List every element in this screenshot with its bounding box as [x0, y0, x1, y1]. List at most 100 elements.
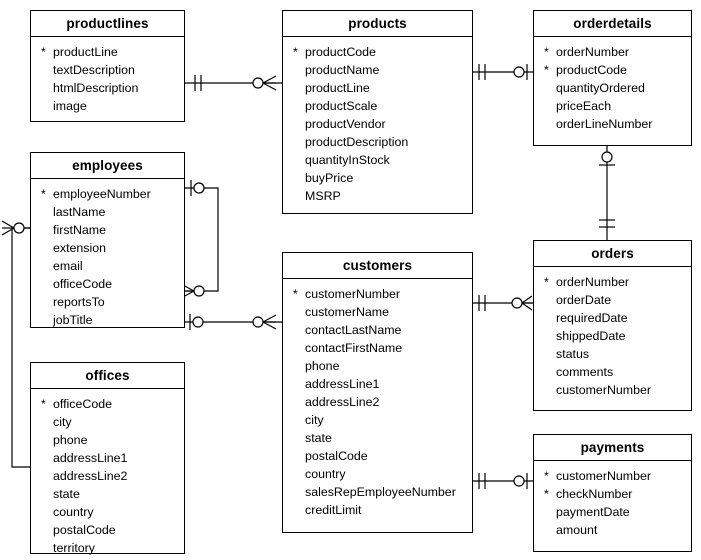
attribute-label: city: [305, 413, 324, 427]
attribute-row: MSRP: [283, 187, 472, 205]
attribute-label: customerName: [305, 305, 390, 319]
relationship-customers-payments: [473, 473, 533, 489]
pk-marker: *: [544, 275, 549, 289]
attribute-label: officeCode: [53, 277, 113, 291]
attribute-row: postalCode: [283, 447, 472, 465]
attribute-label: productVendor: [305, 117, 386, 131]
attribute-label: MSRP: [305, 189, 341, 203]
attribute-label: addressLine1: [305, 377, 380, 391]
pk-marker: *: [293, 45, 298, 59]
entity-products[interactable]: products * productCode productName produ…: [282, 10, 473, 214]
attribute-row: productScale: [283, 97, 472, 115]
entity-title-payments: payments: [534, 435, 691, 461]
attribute-label: employeeNumber: [53, 187, 151, 201]
attribute-row: lastName: [31, 203, 184, 221]
attribute-row: state: [283, 429, 472, 447]
attribute-row: city: [283, 411, 472, 429]
entity-customers[interactable]: customers * customerNumber customerName …: [282, 252, 473, 533]
pk-marker: *: [544, 45, 549, 59]
attribute-row: customerNumber: [534, 381, 691, 399]
attribute-label: image: [53, 99, 87, 113]
entity-offices[interactable]: offices * officeCode city phone addressL…: [30, 362, 185, 557]
attribute-row: * orderNumber: [534, 43, 691, 61]
pk-marker: *: [544, 487, 549, 501]
attribute-label: quantityOrdered: [556, 81, 645, 95]
attribute-label: phone: [53, 433, 88, 447]
attribute-row: addressLine2: [283, 393, 472, 411]
attribute-row: officeCode: [31, 275, 184, 293]
attribute-list-orders: * orderNumber orderDate requiredDate shi…: [534, 267, 691, 405]
attribute-row: addressLine1: [283, 375, 472, 393]
attribute-label: addressLine1: [53, 451, 128, 465]
attribute-row: city: [31, 413, 184, 431]
attribute-label: extension: [53, 241, 107, 255]
attribute-list-productlines: * productLine textDescription htmlDescri…: [31, 37, 184, 121]
entity-orders[interactable]: orders * orderNumber orderDate requiredD…: [533, 240, 692, 411]
attribute-row: shippedDate: [534, 327, 691, 345]
attribute-label: contactLastName: [305, 323, 402, 337]
attribute-label: amount: [556, 523, 598, 537]
attribute-label: country: [305, 467, 346, 481]
entity-title-employees: employees: [31, 153, 184, 179]
attribute-label: customerNumber: [305, 287, 401, 301]
relationship-orders-orderdetails: [599, 146, 615, 240]
entity-orderdetails[interactable]: orderdetails * orderNumber * productCode…: [533, 10, 692, 146]
attribute-row: salesRepEmployeeNumber: [283, 483, 472, 501]
attribute-label: contactFirstName: [305, 341, 403, 355]
attribute-row: * productCode: [534, 61, 691, 79]
pk-marker: *: [41, 45, 46, 59]
attribute-list-payments: * customerNumber * checkNumber paymentDa…: [534, 461, 691, 545]
attribute-row: textDescription: [31, 61, 184, 79]
pk-marker: *: [544, 63, 549, 77]
attribute-label: htmlDescription: [53, 81, 139, 95]
attribute-label: customerNumber: [556, 469, 652, 483]
attribute-row: buyPrice: [283, 169, 472, 187]
attribute-row: orderLineNumber: [534, 115, 691, 133]
attribute-row: extension: [31, 239, 184, 257]
attribute-label: addressLine2: [305, 395, 380, 409]
entity-title-offices: offices: [31, 363, 184, 389]
attribute-row: reportsTo: [31, 293, 184, 311]
attribute-row: state: [31, 485, 184, 503]
attribute-row: country: [31, 503, 184, 521]
attribute-label: officeCode: [53, 397, 113, 411]
attribute-label: productDescription: [305, 135, 409, 149]
attribute-row: creditLimit: [283, 501, 472, 519]
attribute-label: shippedDate: [556, 329, 626, 343]
attribute-row: jobTitle: [31, 311, 184, 329]
attribute-label: reportsTo: [53, 295, 105, 309]
attribute-row: email: [31, 257, 184, 275]
attribute-label: productName: [305, 63, 380, 77]
attribute-row: * checkNumber: [534, 485, 691, 503]
attribute-row: phone: [283, 357, 472, 375]
attribute-row: amount: [534, 521, 691, 539]
relationship-employees-employees: [180, 180, 219, 299]
attribute-label: jobTitle: [53, 313, 93, 327]
attribute-row: * officeCode: [31, 395, 184, 413]
attribute-row: htmlDescription: [31, 79, 184, 97]
attribute-label: addressLine2: [53, 469, 128, 483]
entity-employees[interactable]: employees * employeeNumber lastName firs…: [30, 152, 185, 328]
attribute-label: phone: [305, 359, 340, 373]
pk-marker: *: [41, 187, 46, 201]
attribute-row: * orderNumber: [534, 273, 691, 291]
attribute-row: territory: [31, 539, 184, 557]
attribute-row: productName: [283, 61, 472, 79]
attribute-label: email: [53, 259, 83, 273]
attribute-label: priceEach: [556, 99, 612, 113]
attribute-row: phone: [31, 431, 184, 449]
entity-title-orderdetails: orderdetails: [534, 11, 691, 37]
attribute-row: quantityOrdered: [534, 79, 691, 97]
entity-productlines[interactable]: productlines * productLine textDescripti…: [30, 10, 185, 122]
attribute-row: country: [283, 465, 472, 483]
attribute-row: contactFirstName: [283, 339, 472, 357]
attribute-row: * employeeNumber: [31, 185, 184, 203]
attribute-row: addressLine1: [31, 449, 184, 467]
attribute-label: orderNumber: [556, 45, 629, 59]
attribute-label: productCode: [305, 45, 376, 59]
attribute-label: checkNumber: [556, 487, 633, 501]
pk-marker: *: [41, 397, 46, 411]
attribute-label: orderDate: [556, 293, 612, 307]
attribute-label: textDescription: [53, 63, 135, 77]
entity-payments[interactable]: payments * customerNumber * checkNumber …: [533, 434, 692, 552]
